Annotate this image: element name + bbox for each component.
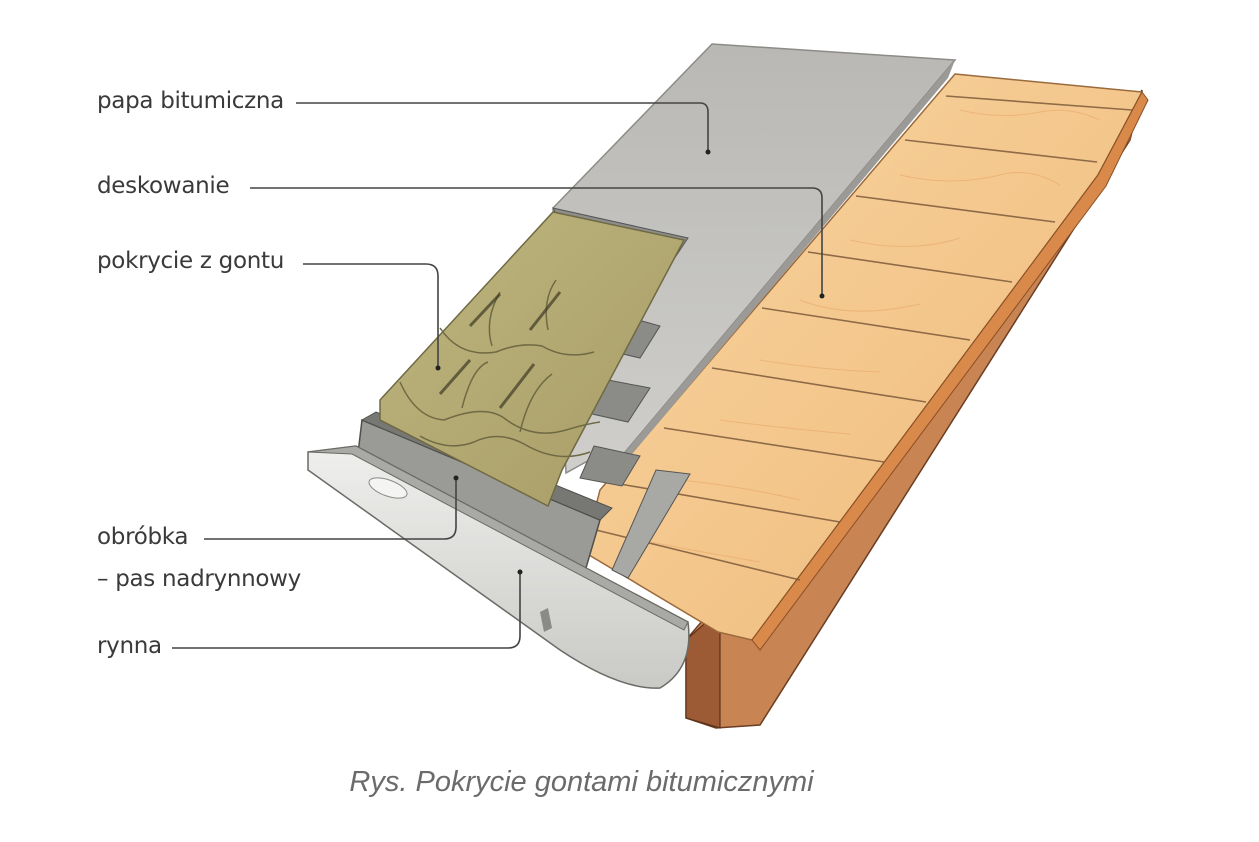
leader-lines: [172, 102, 823, 649]
label-obrobka: obróbka: [97, 524, 189, 550]
label-papa-bitumiczna: papa bitumiczna: [97, 88, 284, 114]
label-pokrycie-z-gontu: pokrycie z gontu: [97, 248, 284, 274]
label-rynna: rynna: [97, 633, 162, 659]
leader-rynna: [172, 572, 521, 649]
leader-pokrycie: [303, 263, 439, 368]
label-pas-nadrynnowy: – pas nadrynnowy: [97, 566, 301, 592]
leader-papa: [296, 102, 709, 152]
leader-obrobka: [204, 478, 457, 540]
decking-boards: [583, 73, 1149, 651]
figure-caption: Rys. Pokrycie gontami bitumicznymi: [349, 766, 814, 798]
leader-deskowanie: [250, 187, 823, 296]
shingle-layer: [379, 211, 686, 508]
label-deskowanie: deskowanie: [97, 173, 230, 199]
gutter: [307, 445, 690, 689]
leader-dots: [435, 149, 825, 575]
